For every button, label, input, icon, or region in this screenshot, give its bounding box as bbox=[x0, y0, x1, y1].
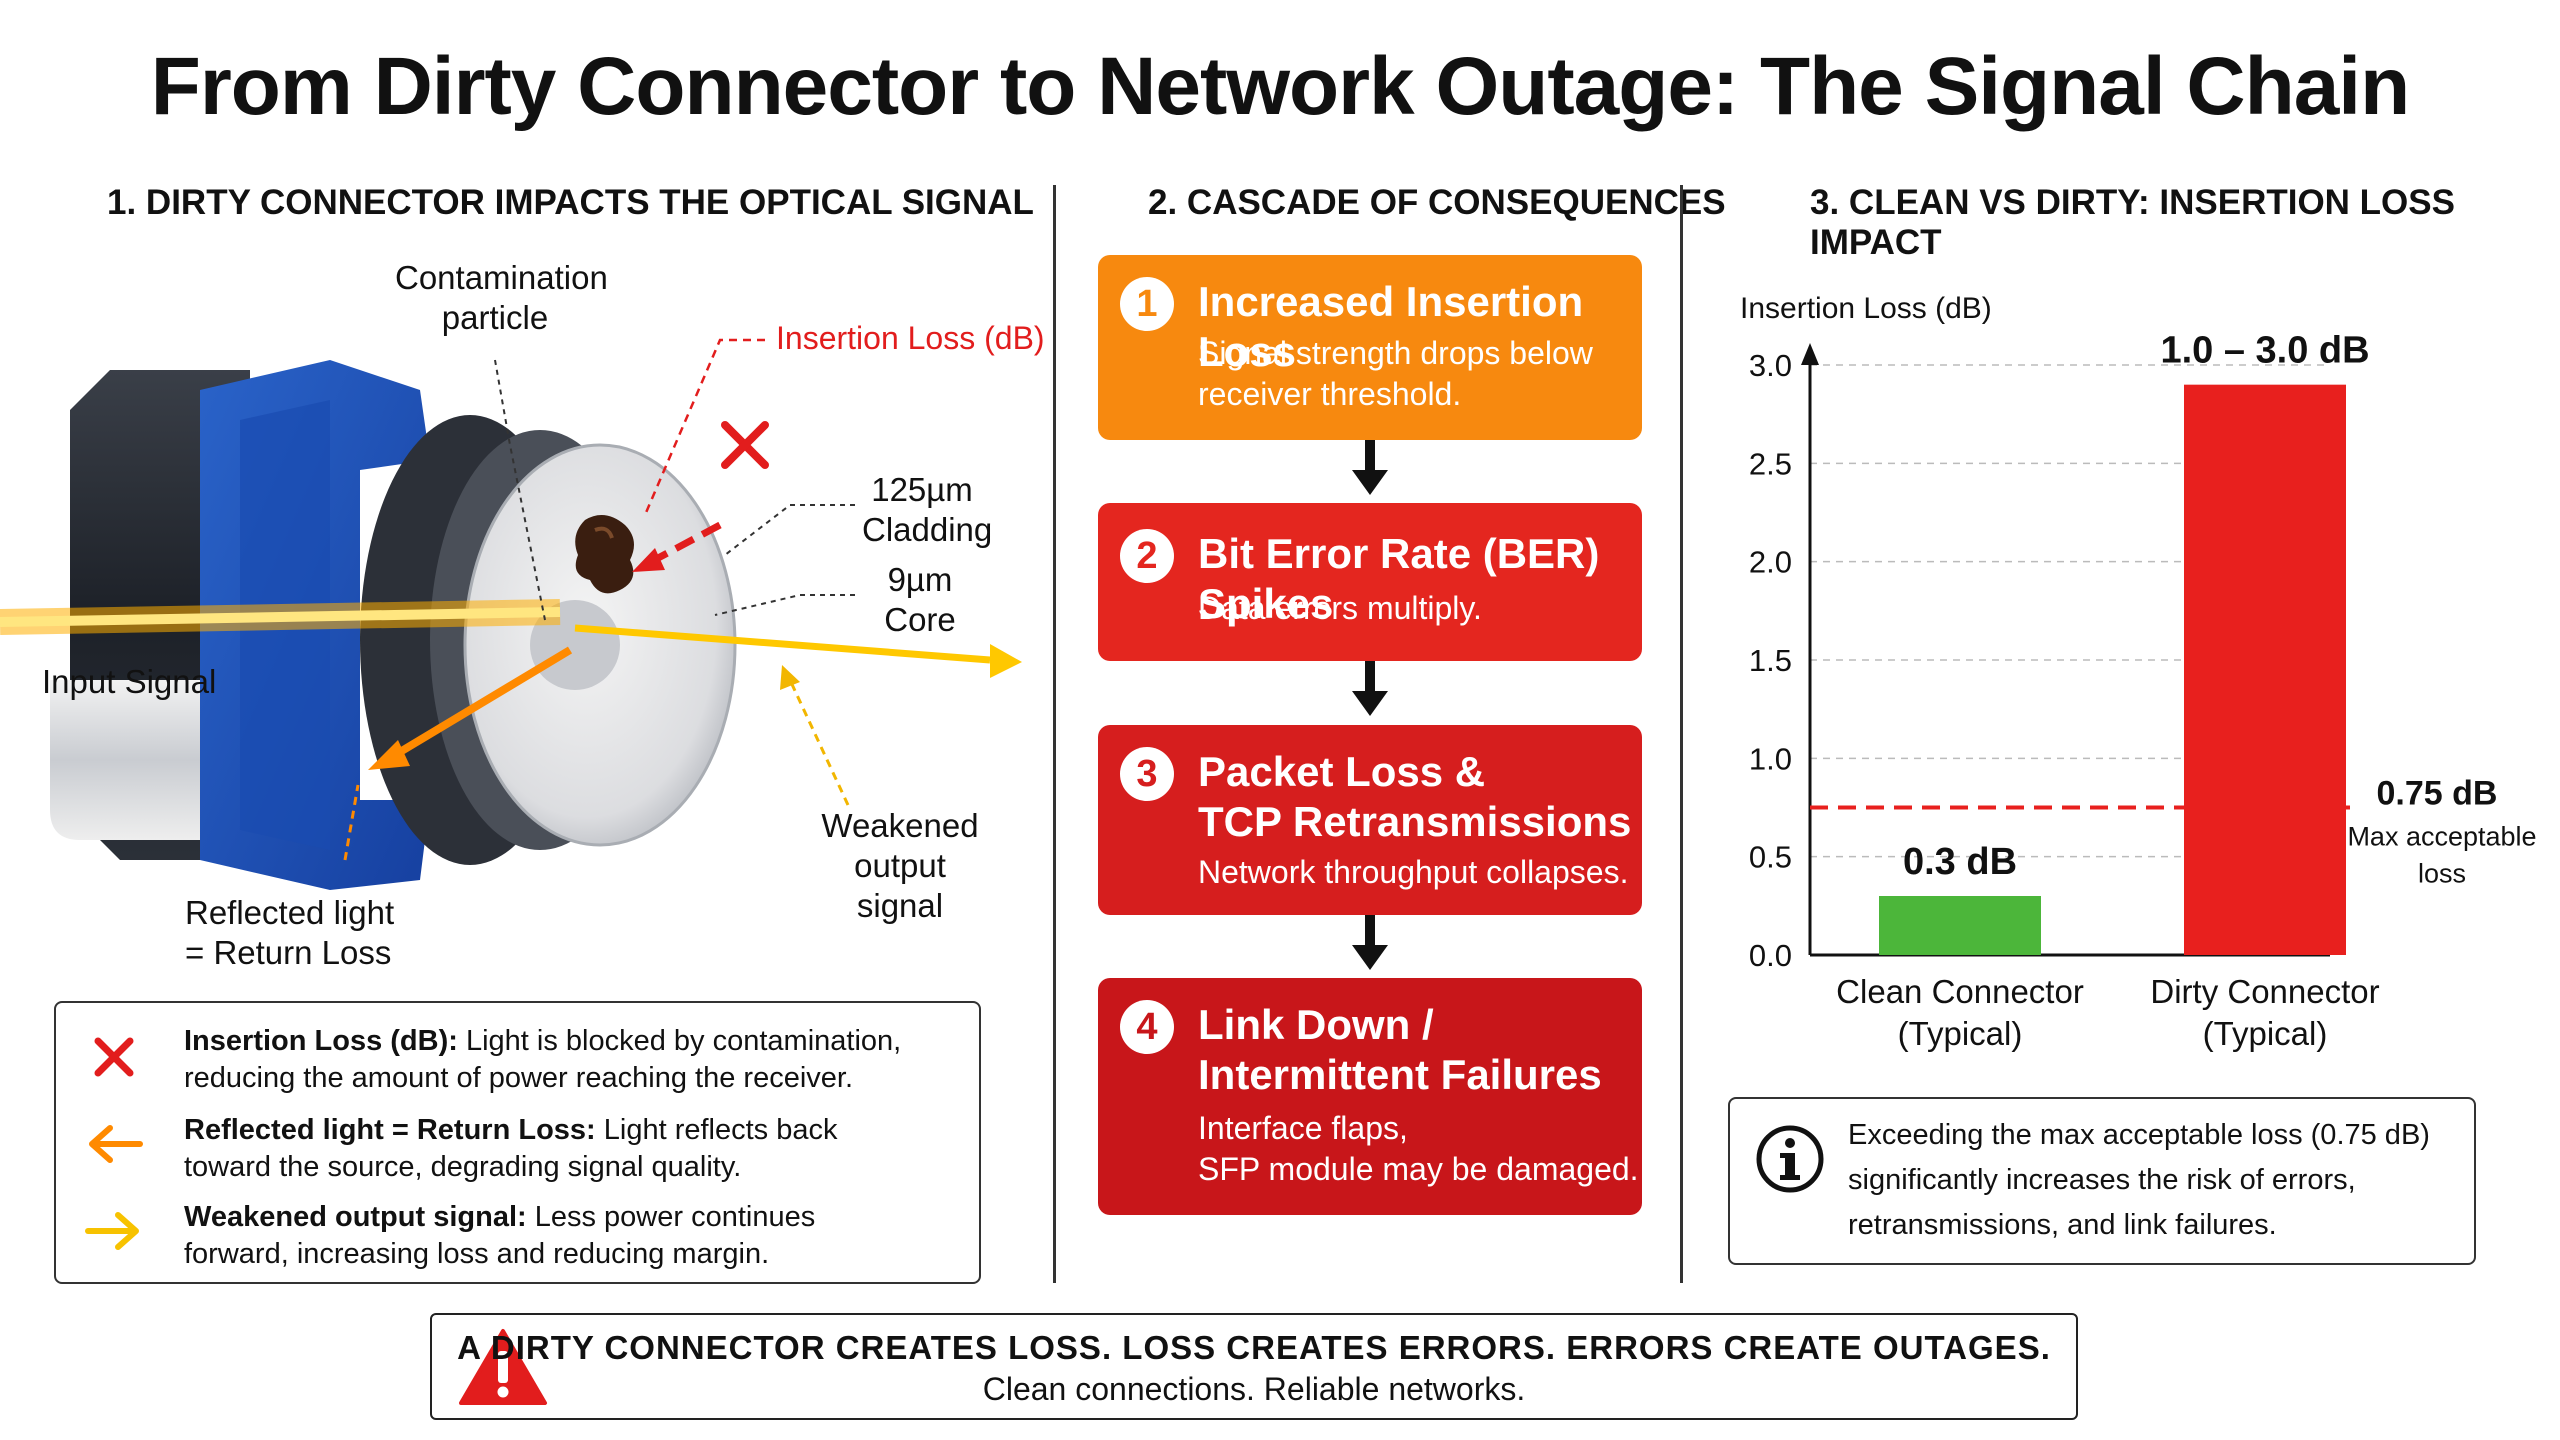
reflected-light-label: Reflected light = Return Loss bbox=[185, 894, 395, 971]
yellow-arrow-icon bbox=[85, 1212, 139, 1250]
threshold-note: Max acceptable bbox=[2347, 822, 2536, 852]
page-title: From Dirty Connector to Network Outage: … bbox=[150, 41, 2410, 132]
y-tick-label: 2.5 bbox=[1749, 446, 1792, 481]
info-box: Exceeding the max acceptable loss (0.75 … bbox=[1728, 1097, 2476, 1265]
bar-clean-connector bbox=[1879, 896, 2041, 955]
x-tick-label: Dirty Connector bbox=[2150, 973, 2379, 1010]
step-description: Data errors multiply. bbox=[1198, 590, 1482, 626]
output-signal-beam bbox=[574, 624, 991, 664]
step-heading: Bit Error Rate (BER) Spikes bbox=[1198, 530, 1600, 627]
step-number-badge: 3 bbox=[1120, 747, 1174, 801]
info-text: Exceeding the max acceptable loss (0.75 … bbox=[1848, 1119, 2430, 1241]
red-x-icon bbox=[94, 1037, 134, 1077]
y-tick-label: 3.0 bbox=[1749, 348, 1792, 383]
contamination-particle bbox=[575, 515, 634, 594]
core-label: 9µm Core bbox=[884, 561, 956, 638]
column-divider-right bbox=[1680, 185, 1683, 1283]
insertion-loss-label: Insertion Loss (dB) bbox=[776, 320, 1045, 356]
section3-heading: 3. CLEAN VS DIRTY: INSERTION LOSS IMPACT bbox=[1810, 183, 2455, 262]
step-description: Network throughput collapses. bbox=[1198, 854, 1629, 890]
y-tick-label: 0.5 bbox=[1749, 840, 1792, 875]
bar-value-label: 1.0 – 3.0 dB bbox=[2160, 330, 2369, 372]
contamination-label: Contamination particle bbox=[395, 259, 608, 336]
x-tick-label: Clean Connector bbox=[1836, 973, 2084, 1010]
input-signal-label: Input Signal bbox=[42, 663, 217, 700]
reflected-beam bbox=[392, 646, 573, 759]
step-heading: Packet Loss &TCP Retransmissions bbox=[1198, 748, 1632, 845]
step-card-3: 3 Packet Loss &TCP Retransmissions Netwo… bbox=[1098, 725, 1642, 915]
y-tick-label: 1.0 bbox=[1749, 741, 1792, 776]
down-arrow-icon bbox=[1352, 440, 1388, 495]
section2-heading: 2. CASCADE OF CONSEQUENCES bbox=[1148, 183, 1726, 222]
step-number-badge: 2 bbox=[1120, 529, 1174, 583]
legend-box: Insertion Loss (dB): Light is blocked by… bbox=[54, 1001, 981, 1284]
info-icon bbox=[1756, 1125, 1824, 1193]
threshold-value-label: 0.75 dB bbox=[2377, 775, 2498, 813]
legend-text: Weakened output signal: Less power conti… bbox=[184, 1201, 816, 1270]
y-axis-arrowhead bbox=[1801, 343, 1819, 365]
y-tick-label: 0.0 bbox=[1749, 938, 1792, 973]
y-axis-label: Insertion Loss (dB) bbox=[1740, 292, 1992, 325]
step-description: Interface flaps,SFP module may be damage… bbox=[1198, 1110, 1639, 1187]
blocked-x-icon bbox=[721, 421, 769, 469]
y-tick-label: 2.0 bbox=[1749, 545, 1792, 580]
banner-headline: A DIRTY CONNECTOR CREATES LOSS. LOSS CRE… bbox=[457, 1329, 2051, 1366]
x-tick-label: (Typical) bbox=[2203, 1015, 2328, 1052]
down-arrow-icon bbox=[1352, 661, 1388, 716]
bottom-banner: A DIRTY CONNECTOR CREATES LOSS. LOSS CRE… bbox=[430, 1313, 2078, 1420]
input-signal-beam bbox=[0, 607, 561, 627]
connector-illustration bbox=[0, 338, 1022, 890]
connector-housing-lower bbox=[50, 680, 240, 840]
warning-icon bbox=[459, 1329, 547, 1405]
step-card-2: 2 Bit Error Rate (BER) Spikes Data error… bbox=[1098, 503, 1642, 661]
threshold-note: loss bbox=[2418, 859, 2466, 889]
section1-heading: 1. DIRTY CONNECTOR IMPACTS THE OPTICAL S… bbox=[107, 183, 1034, 222]
legend-text: Reflected light = Return Loss: Light ref… bbox=[184, 1114, 838, 1183]
output-signal-arrowhead bbox=[990, 644, 1022, 678]
bar-value-label: 0.3 dB bbox=[1903, 841, 2017, 883]
banner-tagline: Clean connections. Reliable networks. bbox=[982, 1371, 1526, 1407]
step-card-4: 4 Link Down /Intermittent Failures Inter… bbox=[1098, 978, 1642, 1215]
weakened-output-label: Weakened output signal bbox=[821, 807, 979, 924]
orange-arrow-icon bbox=[89, 1125, 143, 1163]
legend-text: Insertion Loss (dB): Light is blocked by… bbox=[184, 1025, 902, 1094]
y-tick-label: 1.5 bbox=[1749, 643, 1792, 678]
step-number-badge: 1 bbox=[1120, 277, 1174, 331]
step-number-badge: 4 bbox=[1120, 1000, 1174, 1054]
step-heading: Increased Insertion Loss bbox=[1198, 278, 1584, 375]
step-heading: Link Down /Intermittent Failures bbox=[1198, 1001, 1602, 1098]
insertion-loss-chart: Insertion Loss (dB) 0.0 0.5 1.0 1.5 2.0 2.5 3.0… bbox=[1740, 292, 2537, 1052]
column-divider-left bbox=[1053, 185, 1056, 1283]
bar-dirty-connector bbox=[2184, 384, 2346, 956]
x-tick-label: (Typical) bbox=[1898, 1015, 2023, 1052]
step-card-1: 1 Increased Insertion Loss Signal streng… bbox=[1098, 255, 1642, 440]
cladding-label: 125µm Cladding bbox=[862, 471, 993, 548]
reflected-arrowhead bbox=[368, 740, 410, 770]
down-arrow-icon bbox=[1352, 915, 1388, 970]
